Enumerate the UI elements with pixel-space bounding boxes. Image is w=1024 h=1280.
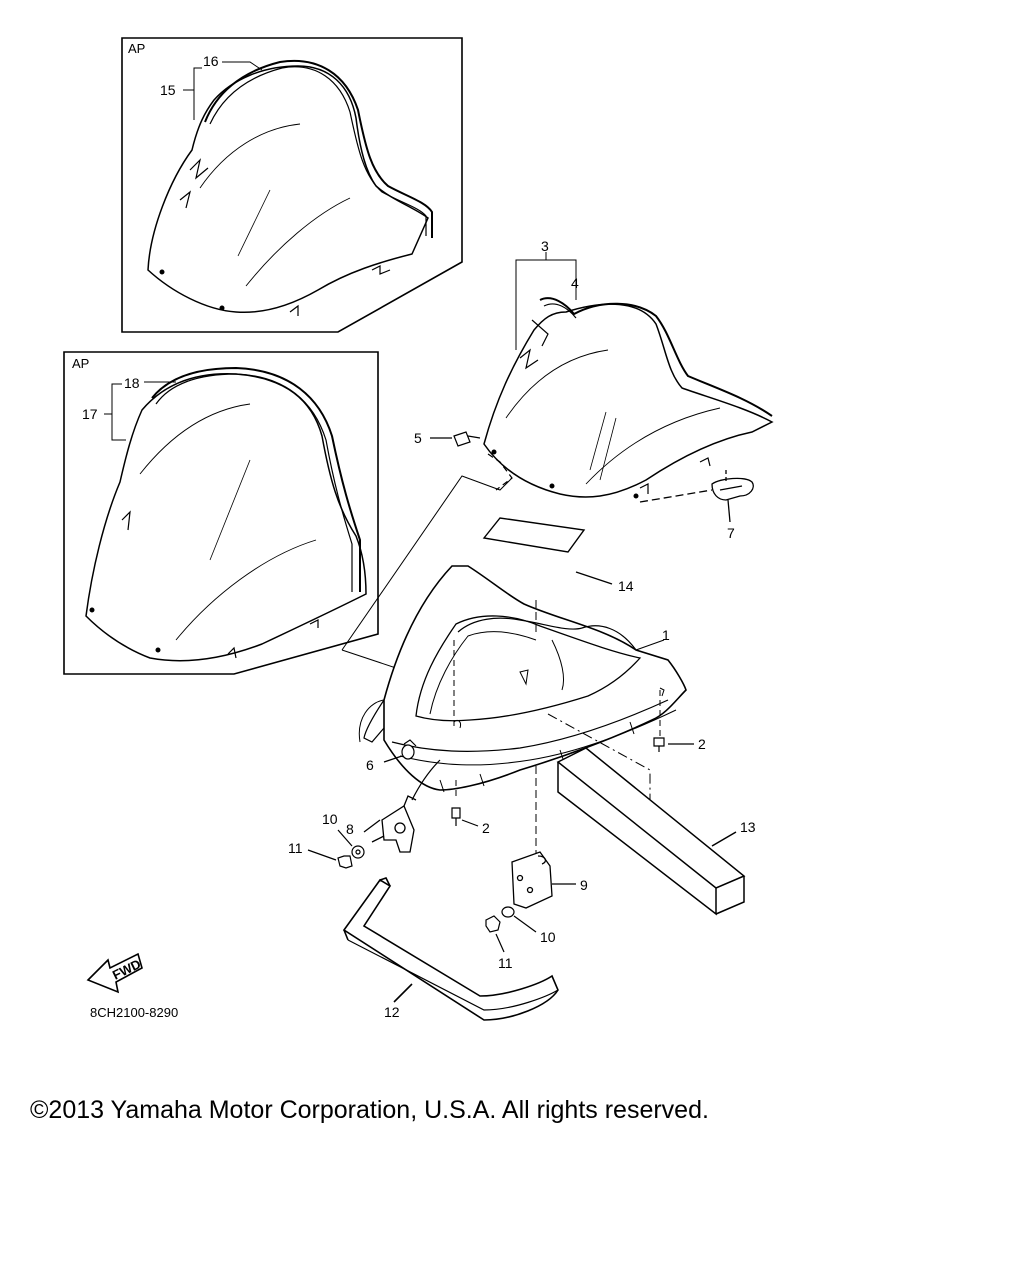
copyright-notice: ©2013 Yamaha Motor Corporation, U.S.A. A…	[30, 1096, 709, 1124]
callout-10-left: 10	[322, 811, 338, 827]
callout-17: 17	[82, 406, 98, 422]
callout-18: 18	[124, 375, 140, 391]
diagram-code: 8CH2100-8290	[90, 1005, 178, 1020]
callout-3: 3	[541, 238, 549, 254]
ap-tag-lower: AP	[72, 356, 89, 371]
washer-nut-left	[307, 829, 365, 869]
bracket-7	[639, 470, 754, 523]
callout-16: 16	[203, 53, 219, 69]
grommet-6	[383, 739, 417, 763]
callout-9: 8	[346, 821, 354, 837]
callout-12: 12	[384, 1004, 400, 1020]
bumper-12	[342, 877, 559, 1021]
bolt-2-left	[451, 807, 479, 827]
callout-10-right: 10	[540, 929, 556, 945]
callout-5: 5	[414, 430, 422, 446]
washer-nut-right	[485, 906, 537, 953]
callout-6: 6	[366, 757, 374, 773]
pad-14	[482, 517, 613, 585]
ap-panel-upper	[121, 37, 463, 333]
bracket-8	[511, 851, 576, 909]
cowl-body	[341, 475, 687, 860]
foam-block-13	[556, 747, 746, 916]
callout-7: 7	[727, 525, 735, 541]
callout-1: 1	[662, 627, 670, 643]
callout-8: 9	[580, 877, 588, 893]
bracket-9	[363, 795, 417, 853]
windshield-assembly	[483, 252, 774, 499]
callout-13: 13	[740, 819, 756, 835]
fwd-arrow-icon: FWD	[86, 952, 143, 994]
screw-5	[430, 431, 513, 491]
callout-11-left: 11	[288, 840, 303, 856]
callout-15: 15	[160, 82, 176, 98]
callout-2-left: 2	[482, 820, 490, 836]
ap-tag-upper: AP	[128, 41, 145, 56]
callout-4: 4	[571, 275, 579, 291]
callout-14: 14	[618, 578, 634, 594]
callout-11-right: 11	[498, 955, 513, 971]
callout-2-right: 2	[698, 736, 706, 752]
ap-panel-lower	[63, 351, 379, 675]
fwd-label: FWD	[110, 956, 143, 982]
parts-diagram: AP 15 16 AP 17 18	[63, 37, 774, 1021]
bolt-2-right	[653, 737, 694, 752]
